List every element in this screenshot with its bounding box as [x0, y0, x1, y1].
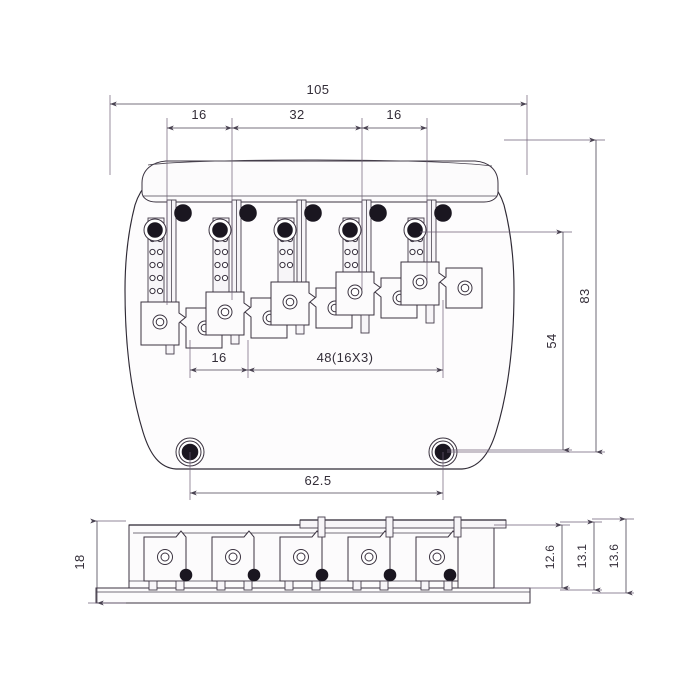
dimension-height-c: 13.6: [592, 516, 634, 596]
saddle-block-5: [400, 261, 447, 324]
dim-label-height-b: 13.1: [575, 544, 589, 569]
string-hole-4: [338, 218, 362, 242]
side-saddle-5: [415, 530, 459, 591]
dimension-height-a: 12.6: [494, 522, 570, 591]
string-hole-1: [143, 218, 167, 242]
saddle-assembly-1: [140, 199, 223, 355]
side-saddle-2: [211, 530, 261, 591]
dim-label-saddle-pitch-first: 16: [211, 350, 226, 365]
dimension-overall-height: 18: [72, 518, 126, 606]
side-saddle-4: [347, 530, 397, 591]
dim-label-string-space-right: 16: [386, 107, 401, 122]
side-view: [95, 516, 531, 604]
string-hole-3: [273, 218, 297, 242]
dimension-height-b: 13.1: [560, 519, 602, 593]
dim-label-saddle-span-total: 48(16X3): [317, 350, 374, 365]
dim-label-string-space-left: 16: [191, 107, 206, 122]
dimension-string-spacing: 16 32 16: [166, 107, 428, 305]
side-screw-posts: [317, 516, 462, 538]
dimension-mount-hole-span: 62.5: [189, 452, 444, 500]
top-view: [124, 159, 515, 470]
dim-label-overall-width: 105: [307, 82, 330, 97]
dim-label-inner-depth: 54: [544, 333, 559, 348]
side-saddle-1: [143, 530, 193, 591]
dim-label-overall-depth: 83: [577, 288, 592, 303]
saddle-block-3: [270, 281, 317, 335]
saddle-block-5b: [439, 267, 483, 309]
dim-label-height-a: 12.6: [543, 545, 557, 570]
string-hole-2: [208, 218, 232, 242]
dim-label-overall-height: 18: [72, 554, 87, 569]
saddle-block-4: [335, 271, 382, 334]
dimension-overall-depth: 83: [447, 137, 605, 455]
dim-label-height-c: 13.6: [607, 544, 621, 569]
saddle-block-1: [140, 301, 187, 355]
string-hole-5: [403, 218, 427, 242]
dim-label-string-space-center: 32: [289, 107, 304, 122]
dimension-inner-depth: 54: [420, 229, 572, 453]
dim-label-mount-hole-span: 62.5: [305, 473, 332, 488]
saddle-assembly-5: [400, 199, 483, 324]
dimension-saddle-spacing: 16 48(16X3): [189, 300, 444, 378]
string-retainer-bar: [141, 159, 499, 203]
side-saddle-3: [279, 530, 329, 591]
dimension-overall-width: 105: [109, 82, 528, 175]
